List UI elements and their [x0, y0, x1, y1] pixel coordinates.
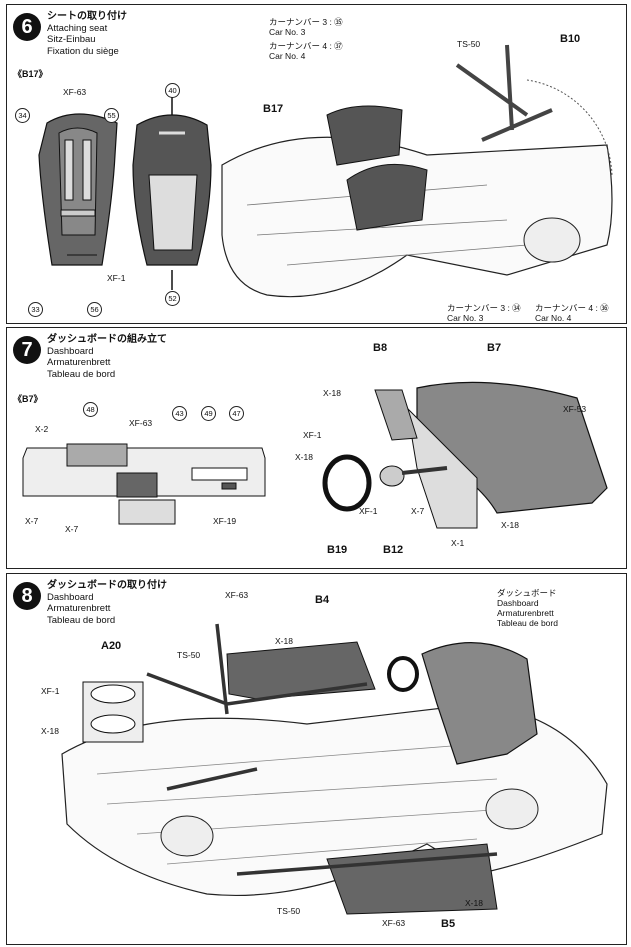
part-55: 55 [104, 108, 119, 123]
label-x18c: X-18 [501, 520, 519, 530]
title-en: Dashboard [47, 345, 94, 357]
sprue-tag: 《B7》 [13, 394, 43, 404]
part-43: 43 [172, 406, 187, 421]
part-49: 49 [201, 406, 216, 421]
title-fr: Fixation du siège [47, 45, 119, 57]
title-de: Armaturenbrett [47, 603, 111, 614]
title-jp: ダッシュボードの取り付け [47, 580, 167, 591]
label-x18c: X-18 [465, 898, 483, 908]
label-x7c: X-7 [411, 506, 425, 516]
label-x1: X-1 [451, 538, 465, 548]
label-x18a: X-18 [323, 388, 341, 398]
label-b7: B7 [487, 342, 502, 354]
title-en: Attaching seat [47, 22, 108, 34]
label-xf53: XF-53 [563, 404, 587, 414]
label-xf19: XF-19 [213, 516, 237, 526]
label-ts50b: TS-50 [277, 906, 301, 916]
step-title-block: ダッシュボードの取り付け Dashboard Armaturenbrett Ta… [47, 580, 167, 626]
label-xf63b: XF-63 [382, 918, 406, 928]
label-ts50a: TS-50 [177, 650, 201, 660]
step-8-panel: 8 ダッシュボードの取り付け Dashboard Armaturenbrett … [6, 573, 627, 945]
title-jp: ダッシュボードの組み立て [47, 334, 167, 345]
part-48: 48 [83, 402, 98, 417]
label-a20: A20 [101, 640, 122, 652]
label-x7b: X-7 [65, 524, 79, 534]
label-b8: B8 [373, 342, 388, 354]
chassis-illustration [61, 623, 608, 915]
title-fr: Tableau de bord [47, 368, 116, 380]
label-b12: B12 [383, 544, 404, 556]
label-ts50: TS-50 [457, 39, 481, 49]
step-number: 7 [13, 336, 41, 364]
label-x18b: X-18 [41, 726, 59, 736]
label-b10: B10 [560, 33, 581, 45]
dashboard-callout: ダッシュボード Dashboard Armaturenbrett Tableau… [497, 588, 558, 628]
label-xf1b: XF-1 [359, 506, 378, 516]
label-b5: B5 [441, 918, 456, 930]
title-de: Sitz-Einbau [47, 34, 96, 45]
sprue-tag: 《B17》 [13, 69, 48, 79]
part-47: 47 [229, 406, 244, 421]
seat-illustration [38, 44, 613, 298]
label-xf1: XF-1 [107, 273, 126, 283]
label-x18a: X-18 [275, 636, 293, 646]
label-xf63: XF-63 [129, 418, 153, 428]
label-b4: B4 [315, 594, 330, 606]
title-fr: Tableau de bord [47, 614, 116, 626]
label-xf63a: XF-63 [225, 590, 249, 600]
title-de: Armaturenbrett [47, 357, 111, 368]
part-34: 34 [15, 108, 30, 123]
label-x18b: X-18 [295, 452, 313, 462]
label-b17: B17 [263, 103, 284, 115]
step-title-block: シートの取り付け Attaching seat Sitz-Einbau Fixa… [47, 11, 127, 57]
label-xf1: XF-1 [41, 686, 60, 696]
title-en: Dashboard [47, 591, 94, 603]
title-jp: シートの取り付け [47, 11, 127, 22]
part-52: 52 [165, 291, 180, 306]
dashboard-illustration [22, 381, 608, 529]
label-b19: B19 [327, 544, 348, 556]
step-number: 6 [13, 13, 41, 41]
step-7-panel: 7 ダッシュボードの組み立て Dashboard Armaturenbrett … [6, 327, 627, 569]
step-title-block: ダッシュボードの組み立て Dashboard Armaturenbrett Ta… [47, 334, 167, 380]
step-number: 8 [13, 582, 41, 610]
label-xf63: XF-63 [63, 87, 87, 97]
label-x2: X-2 [35, 424, 49, 434]
step-6-panel: 6 シートの取り付け Attaching seat Sitz-Einbau Fi… [6, 4, 627, 324]
label-x7a: X-7 [25, 516, 39, 526]
part-40: 40 [165, 83, 180, 98]
part-33: 33 [28, 302, 43, 317]
part-56: 56 [87, 302, 102, 317]
label-xf1a: XF-1 [303, 430, 322, 440]
